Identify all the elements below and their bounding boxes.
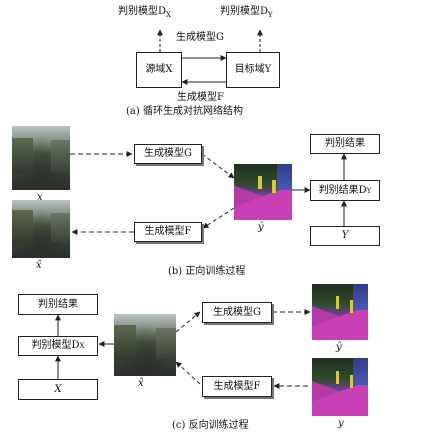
label-x: x: [37, 192, 43, 203]
generated-image-xhat: [114, 314, 176, 376]
label-y-c: y: [338, 418, 344, 429]
generated-image-yhat: [234, 164, 292, 220]
label-yhat-c: ŷ: [336, 342, 342, 353]
reconstructed-image-yhat: [312, 284, 368, 340]
panel-a-arrows: [157, 29, 263, 85]
y-box-b: Y: [310, 226, 380, 246]
gen-g-box-b: 生成模型G: [134, 144, 202, 164]
gen-g-label-a: 生成模型G: [176, 32, 224, 43]
disc-y-label: 判别模型DY: [220, 6, 273, 19]
arrow-gen-f-to-xhat: [175, 361, 201, 385]
caption-a: (a) 循环生成对抗网络结构: [126, 106, 243, 117]
gen-f-box-c: 生成模型F: [202, 376, 272, 397]
panel-c-arrows: [55, 309, 311, 389]
disc-x-label: 判别模型DX: [118, 6, 172, 19]
gen-g-box-c: 生成模型G: [202, 302, 272, 323]
gen-f-label-a: 生成模型F: [177, 92, 224, 103]
label-xhat-c: x̂: [138, 378, 144, 389]
arrow-yhat-to-gen-f: [202, 207, 235, 229]
result-box-c: 判别结果: [18, 294, 98, 315]
label-yhat-b: ŷ: [258, 222, 264, 233]
reconstructed-image-xhat: [12, 200, 70, 258]
arrow-gen-g-from-xhat: [175, 311, 201, 333]
x-box-c: X: [18, 379, 98, 400]
input-image-x: [12, 126, 70, 190]
source-domain-box: 源域X: [136, 52, 182, 88]
result-box-b: 判别结果: [310, 134, 380, 154]
input-image-y: [312, 358, 368, 416]
gen-f-box-b: 生成模型F: [134, 222, 202, 242]
caption-c: (c) 反向训练过程: [172, 420, 249, 431]
arrow-gen-g-to-yhat: [201, 153, 235, 179]
panel-b-arrows: [70, 151, 347, 235]
caption-b: (b) 正向训练过程: [168, 266, 246, 277]
target-domain-box: 目标域Y: [226, 52, 280, 88]
label-xhat-b: x̂: [36, 260, 42, 271]
